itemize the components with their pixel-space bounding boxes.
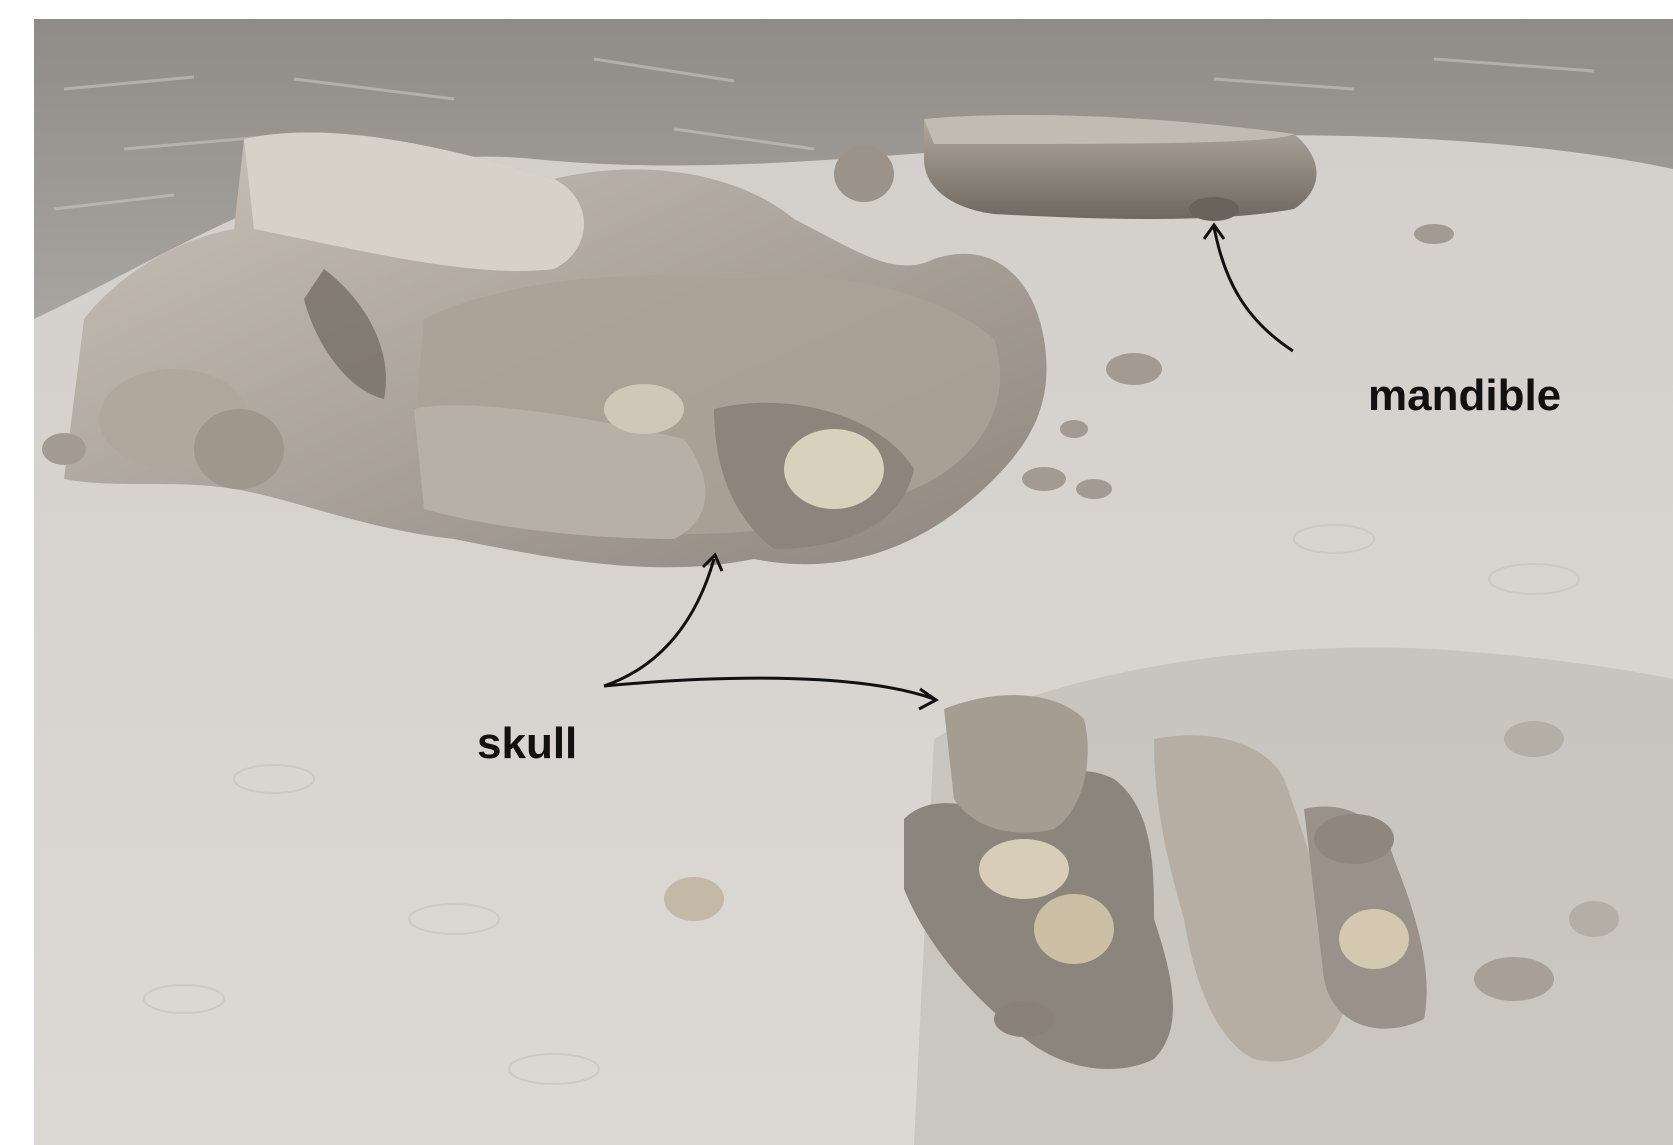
mandible-label: mandible — [1368, 371, 1562, 420]
skull-label: skull — [477, 719, 578, 768]
skull-arrow-lower — [603, 676, 935, 701]
upper-right-rock-slab — [834, 114, 1317, 221]
gravel-streaks — [53, 57, 1595, 211]
skull-arrow-upper — [603, 558, 716, 688]
left-rock-outcrop — [64, 132, 1047, 568]
mandible-arrowhead — [1202, 222, 1226, 240]
field-photo — [34, 19, 1673, 1145]
field-photo-svg — [34, 19, 1673, 1145]
skull-arrowhead-lower — [918, 687, 939, 711]
mandible-arrow — [1212, 226, 1294, 353]
annotation-arrows — [603, 222, 1294, 711]
gravel-plain — [34, 19, 1673, 319]
footprint-marks — [143, 524, 1580, 1085]
lower-rock-group — [904, 695, 1554, 1069]
skull-arrowhead-upper — [701, 552, 724, 572]
